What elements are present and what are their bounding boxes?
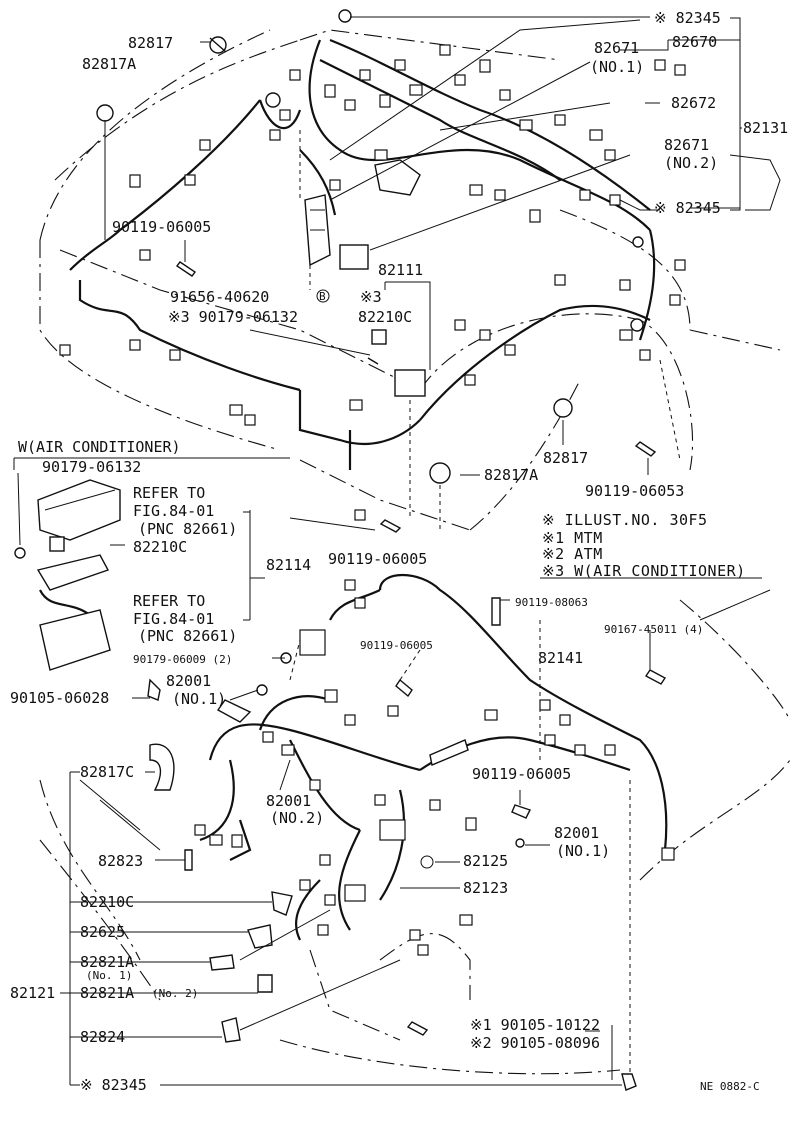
label-90179-06132-b: 90179-06132 [42,458,141,476]
label-circled-b: B [319,290,326,303]
reference-code: NE 0882-C [700,1080,760,1093]
label-82824: 82824 [80,1028,125,1046]
label-no1-c: (NO.1) [556,842,610,860]
label-82817-mid: 82817 [543,449,588,467]
legend-line-2: ※1 MTM [542,529,603,547]
label-90119-08063: 90119-08063 [515,596,588,609]
label-82823: 82823 [98,852,143,870]
connector-bracket-82671-no2 [374,159,421,196]
legend-line-3: ※2 ATM [542,545,603,563]
label-82001-no1-a: 82001 [166,672,211,690]
label-refer-b1: REFER TO [133,592,205,610]
label-82141: 82141 [538,649,583,667]
label-no2-small: (No. 2) [152,987,198,1000]
label-82125: 82125 [463,852,508,870]
label-82817C: 82817C [80,763,134,781]
legend-line-4: ※3 W(AIR CONDITIONER) [542,562,746,580]
label-82671-no2: 82671 [664,136,709,154]
label-no1-a: (NO.1) [590,58,644,76]
label-82210C-b: 82210C [133,538,187,556]
label-82821A-1: 82821A [80,953,134,971]
label-refer-a3: (PNC 82661) [138,520,237,538]
label-refer-b2: FIG.84-01 [133,610,214,628]
label-82671-no1: 82671 [594,39,639,57]
label-refer-a2: FIG.84-01 [133,502,214,520]
bracket-part-91656 [304,194,331,267]
label-90119-06053: 90119-06053 [585,482,684,500]
label-82123: 82123 [463,879,508,897]
label-90105-10122: ※1 90105-10122 [470,1016,600,1034]
label-refer-a1: REFER TO [133,484,205,502]
label-90119-06005-c: 90119-06005 [360,639,433,652]
label-no1-b: (NO.1) [172,690,226,708]
label-82345-top: ※ 82345 [654,9,721,27]
label-90119-06005-a: 90119-06005 [112,218,211,236]
label-82001-no2: 82001 [266,792,311,810]
label-no2-a: (NO.2) [664,154,718,172]
label-90105-08096: ※2 90105-08096 [470,1034,600,1052]
lower-harness-connectors [194,579,675,956]
label-air-conditioner-heading: W(AIR CONDITIONER) [18,438,181,456]
label-91656-40620: 91656-40620 [170,288,269,306]
label-82817A-top: 82817A [82,55,136,73]
label-90179-06009: 90179-06009 (2) [133,653,232,666]
label-82001-no1-b: 82001 [554,824,599,842]
label-no1-small: (No. 1) [86,969,132,982]
label-82121: 82121 [10,984,55,1002]
label-82131: 82131 [743,119,788,137]
label-90167-45011: 90167-45011 (4) [604,623,703,636]
clamps-upper [96,9,644,484]
label-82114: 82114 [266,556,311,574]
leader-lines [17,16,781,1086]
label-82821A-2: 82821A [80,984,134,1002]
legend: ※ ILLUST.NO. 30F5 ※1 MTM ※2 ATM ※3 W(AIR… [542,511,746,580]
label-82111: 82111 [378,261,423,279]
label-82670: 82670 [672,33,717,51]
label-82345-bottom: ※ 82345 [80,1076,147,1094]
label-82625: 82625 [80,923,125,941]
legend-line-1: ※ ILLUST.NO. 30F5 [542,511,708,529]
label-refer-b3: (PNC 82661) [138,627,237,645]
label-90119-06005-b: 90119-06005 [328,550,427,568]
label-90105-06028: 90105-06028 [10,689,109,707]
label-90119-06005-d: 90119-06005 [472,765,571,783]
label-82210C-a: 82210C [358,308,412,326]
label-82817-top: 82817 [128,34,173,52]
label-90179-06132-a: ※3 90179-06132 [168,308,298,326]
vehicle-body-outline [39,29,791,1075]
upper-harness-82131 [69,38,656,470]
upper-harness-connectors [59,44,686,521]
part-labels: ※ 82345 82817 82670 82671 (NO.1) 82817A … [10,9,788,1094]
bolts-upper [175,261,657,533]
label-82345-mid: ※ 82345 [654,199,721,217]
air-conditioner-variant-box [13,457,290,671]
lower-harness-82121 [199,695,421,941]
label-82817A-mid: 82817A [484,466,538,484]
label-82672: 82672 [671,94,716,112]
label-mark3-a: ※3 [360,288,382,306]
label-no2-b: (NO.2) [270,809,324,827]
label-82210C-c: 82210C [80,893,134,911]
